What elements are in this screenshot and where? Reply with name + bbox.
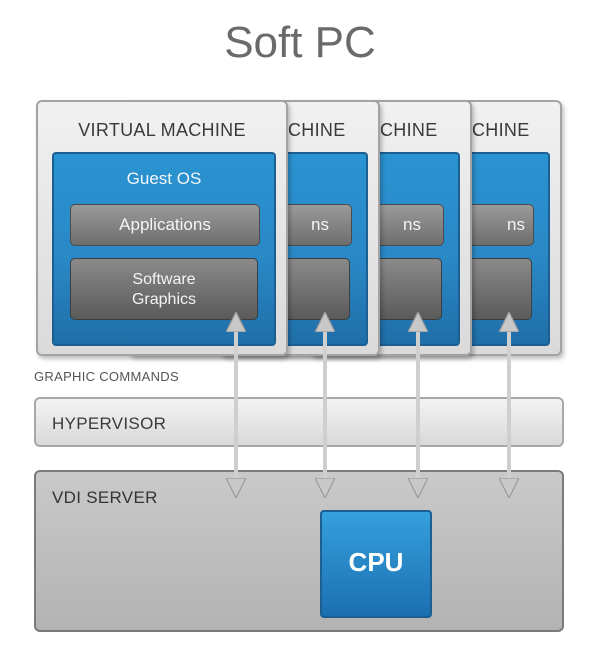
applications-box: Applications [70,204,260,246]
applications-fragment: ns [403,215,421,234]
vdi-server-layer: VDI SERVER CPU [34,470,564,632]
guest-os-label: Guest OS [126,169,202,188]
hypervisor-label: HYPERVISOR [52,414,167,433]
vm-label-fragment: CHINE [380,120,438,140]
software-graphics-box: Software Graphics [70,258,258,320]
vm-label-fragment: CHINE [288,120,346,140]
applications-fragment: ns [507,215,525,234]
applications-fragment: ns [311,215,329,234]
cpu-block: CPU [320,510,432,618]
vm-label-fragment: CHINE [472,120,530,140]
vm-label: VIRTUAL MACHINE [78,120,246,140]
graphic-commands-label: GRAPHIC COMMANDS [34,369,179,384]
software-graphics-line2: Graphics [131,291,197,308]
hypervisor-layer: HYPERVISOR [34,397,564,447]
software-graphics-line1: Software [132,271,196,288]
vdi-server-label: VDI SERVER [52,488,158,507]
diagram-title: Soft PC [224,18,376,67]
virtual-machine-1: VIRTUAL MACHINE Guest OS Applications So… [36,100,288,356]
